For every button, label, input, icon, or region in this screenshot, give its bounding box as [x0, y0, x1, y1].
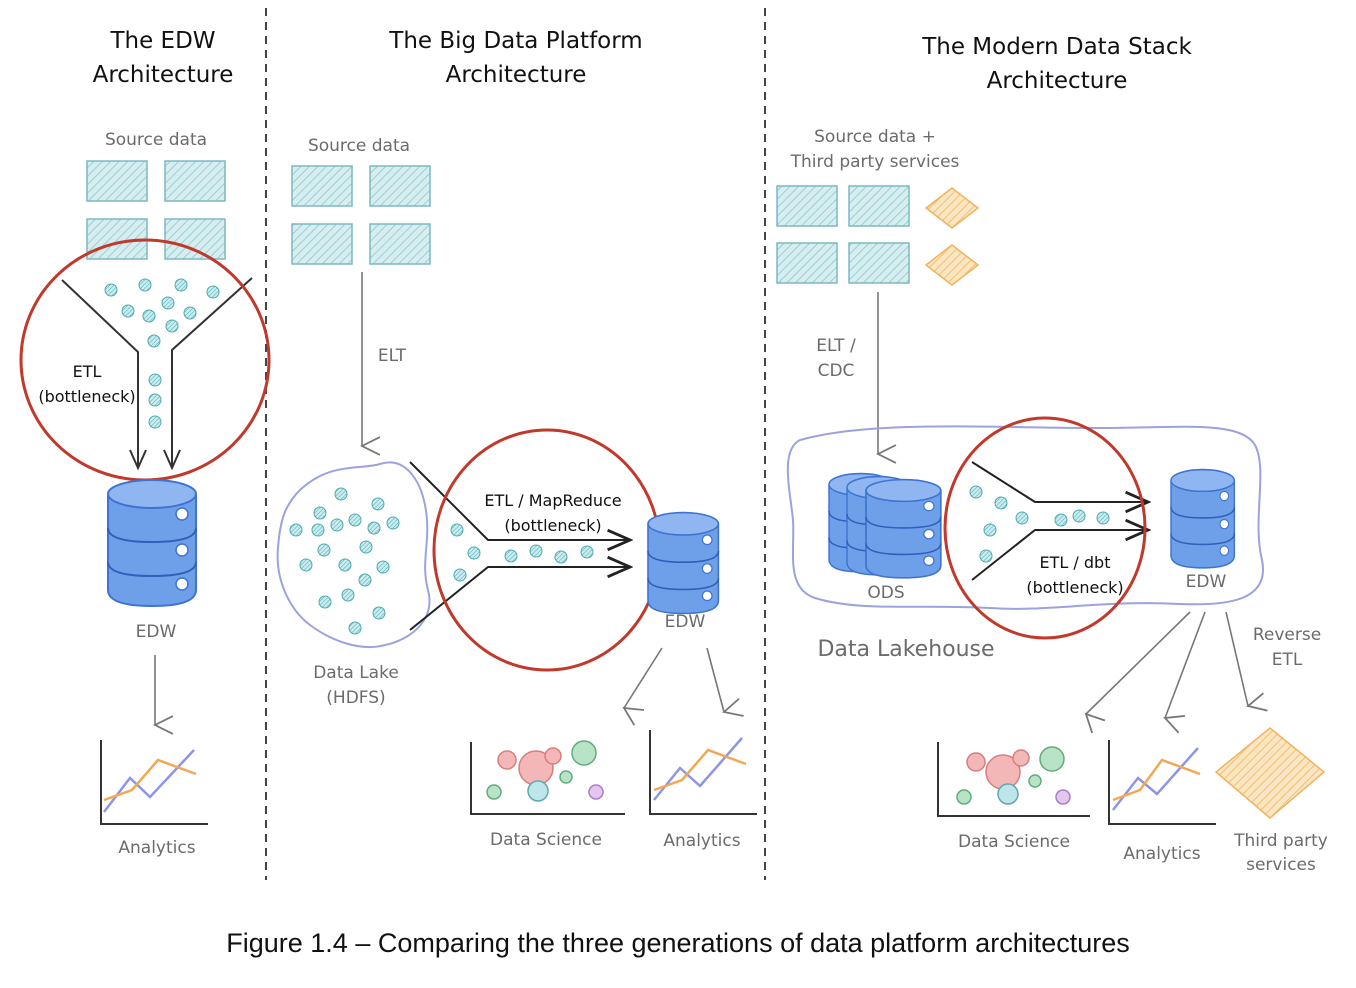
modern-third-party-diamonds [924, 187, 980, 286]
edw-warehouse-label: EDW [136, 622, 177, 642]
edw-etl-label: ETL [73, 362, 102, 381]
bigdata-analytics-chart-icon [649, 730, 757, 815]
edw-analytics-label: Analytics [118, 838, 195, 858]
edw-analytics-chart-icon [100, 740, 208, 825]
modern-data-science-icon [937, 742, 1090, 817]
edw-title-line1: The EDW [109, 28, 215, 54]
bigdata-science-label: Data Science [490, 830, 602, 850]
modern-third-party-label-line2: services [1246, 855, 1316, 875]
bigdata-etl-sub: (bottleneck) [504, 516, 601, 535]
modern-source-label-line1: Source data + [814, 127, 936, 147]
bigdata-analytics-label: Analytics [663, 831, 740, 851]
bigdata-bottleneck-circle [432, 428, 662, 672]
modern-ods-database-icon [828, 472, 942, 579]
edw-source-label: Source data [105, 130, 207, 150]
bigdata-etl-funnel [409, 461, 630, 631]
bigdata-edw-database-icon [647, 511, 720, 615]
bigdata-data-lake-icon [276, 461, 431, 649]
modern-lakehouse-label: Data Lakehouse [817, 637, 994, 662]
panel-modern-data-stack: The Modern Data Stack Architecture Sourc… [776, 34, 1328, 875]
modern-etl-sub: (bottleneck) [1026, 578, 1123, 597]
modern-etl-label: ETL / dbt [1040, 553, 1111, 572]
modern-bottleneck-circle [943, 416, 1147, 640]
modern-source-label-line2: Third party services [790, 152, 960, 172]
bigdata-lake-label-line1: Data Lake [313, 663, 399, 683]
figure-caption: Figure 1.4 – Comparing the three generat… [226, 928, 1130, 958]
edw-etl-sub: (bottleneck) [38, 387, 135, 406]
bigdata-elt-label: ELT [378, 346, 407, 366]
panel-edw: The EDW Architecture Source data ETL (bo… [19, 28, 271, 858]
modern-science-label: Data Science [958, 832, 1070, 852]
bigdata-etl-label: ETL / MapReduce [484, 491, 621, 510]
modern-etl-funnel [969, 461, 1148, 581]
modern-reverse-label-line2: ETL [1272, 650, 1303, 670]
edw-title-line2: Architecture [93, 62, 234, 88]
modern-analytics-label: Analytics [1123, 844, 1200, 864]
edw-etl-funnel [61, 277, 253, 471]
edw-bottleneck-circle [19, 238, 271, 482]
modern-third-party-icon [1214, 727, 1326, 819]
bigdata-source-tables [291, 165, 431, 265]
modern-source-tables [776, 185, 910, 284]
modern-lakehouse-outline [786, 425, 1265, 610]
modern-third-party-label-line1: Third party [1233, 831, 1328, 851]
modern-reverse-label-line1: Reverse [1253, 625, 1321, 645]
bigdata-source-label: Source data [308, 136, 410, 156]
modern-warehouse-label: EDW [1186, 572, 1227, 592]
modern-ods-label: ODS [867, 583, 904, 603]
modern-elt-label-line1: ELT / [816, 336, 856, 356]
bigdata-lake-label-line2: (HDFS) [326, 688, 385, 708]
bigdata-data-science-icon [470, 740, 625, 815]
bigdata-title-line2: Architecture [446, 62, 587, 88]
modern-title-line2: Architecture [987, 68, 1128, 94]
modern-title-line1: The Modern Data Stack [921, 34, 1192, 60]
bigdata-title-line1: The Big Data Platform [388, 28, 642, 54]
edw-database-icon [107, 479, 197, 607]
modern-edw-database-icon [1170, 468, 1236, 569]
panel-big-data: The Big Data Platform Architecture Sourc… [276, 28, 757, 851]
bigdata-warehouse-label: EDW [665, 612, 706, 632]
modern-elt-label-line2: CDC [818, 361, 855, 381]
modern-analytics-chart-icon [1108, 740, 1216, 825]
